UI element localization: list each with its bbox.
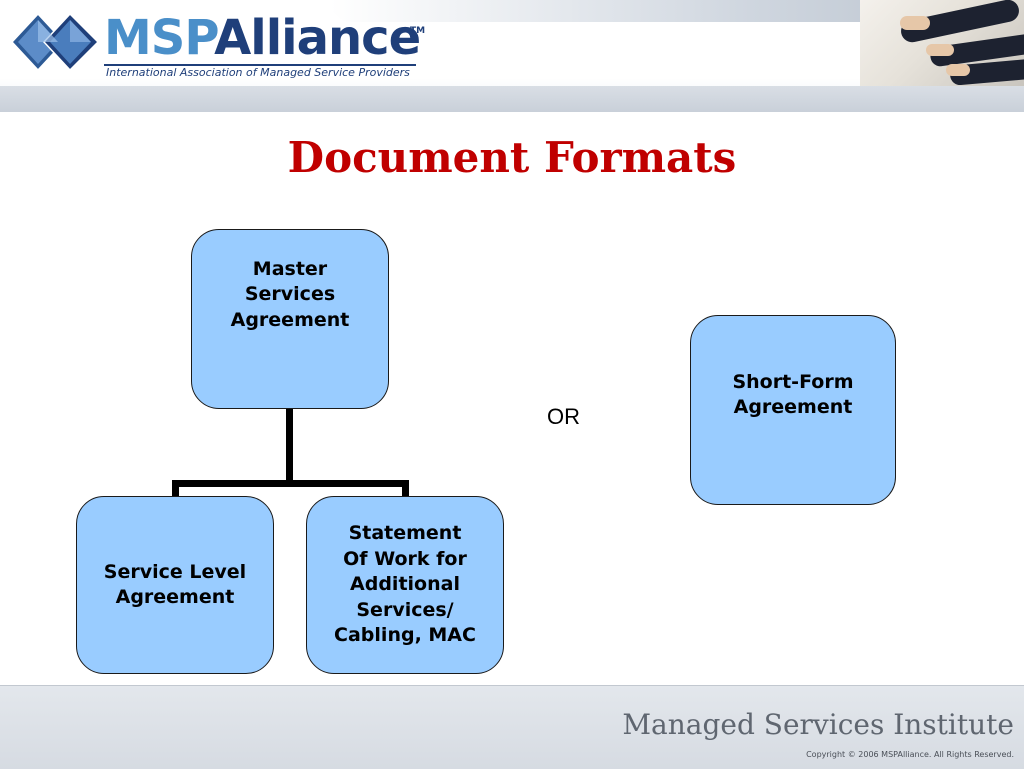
box-label: Statement Of Work for Additional Service…	[334, 522, 476, 647]
or-separator-label: OR	[547, 404, 580, 429]
slide-title: Document Formats	[287, 133, 737, 182]
box-label: Master Services Agreement	[230, 257, 350, 331]
service-level-agreement-box: Service Level Agreement	[76, 496, 274, 674]
logo-msp-text: MSP	[104, 10, 215, 66]
meeting-photo	[860, 0, 1024, 86]
box-label: Short-Form Agreement	[732, 370, 854, 419]
connector-left-drop	[172, 480, 179, 497]
slide-header: MSPAlliance TM International Association…	[0, 0, 1024, 112]
statement-of-work-box: Statement Of Work for Additional Service…	[306, 496, 504, 674]
connector-right-drop	[402, 480, 409, 497]
header-stripe	[0, 86, 1024, 112]
footer-brand-text: Managed Services Institute	[622, 708, 1014, 741]
short-form-agreement-box: Short-Form Agreement	[690, 315, 896, 505]
slide-footer	[0, 685, 1024, 769]
logo-underline	[104, 64, 416, 66]
logo-wordmark: MSPAlliance	[104, 10, 421, 66]
diamond-logo-icon	[10, 12, 100, 72]
footer-copyright: Copyright © 2006 MSPAlliance. All Rights…	[806, 750, 1014, 759]
connector-horizontal-bar	[172, 480, 409, 487]
box-label: Service Level Agreement	[103, 560, 247, 609]
header-swoosh	[330, 0, 1024, 22]
master-services-agreement-box: Master Services Agreement	[191, 229, 389, 409]
connector-root-stem	[286, 408, 293, 484]
logo-tagline: International Association of Managed Ser…	[106, 66, 410, 79]
logo-alliance-text: Alliance	[214, 10, 421, 66]
trademark-label: TM	[410, 26, 426, 36]
